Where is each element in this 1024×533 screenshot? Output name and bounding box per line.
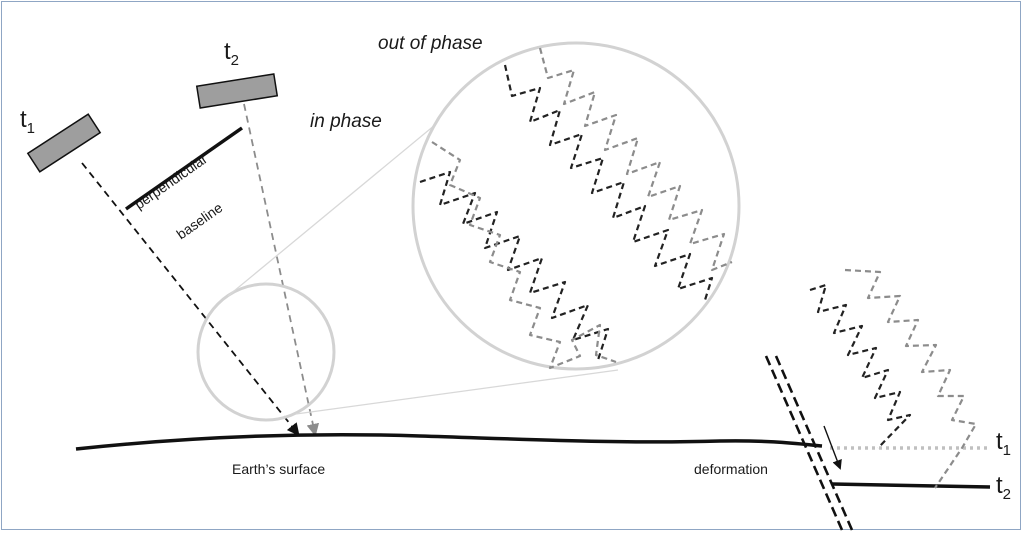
zoom-line-upper <box>227 95 471 297</box>
label-out-of-phase: out of phase <box>378 33 483 54</box>
deformation-arrow <box>823 425 842 470</box>
label-deformation: deformation <box>694 461 768 477</box>
wave-out-of-phase-dark <box>503 64 714 301</box>
label-surface-t2: t2 <box>996 472 1012 503</box>
zoom-line-lower <box>295 369 619 415</box>
satellite-t2 <box>195 73 279 109</box>
label-sat-t2: t2 <box>224 38 240 69</box>
label-in-phase: in phase <box>310 111 382 132</box>
focus-circle-small <box>196 282 336 422</box>
wave-out-of-phase-light <box>538 47 733 272</box>
fault-line-b <box>774 355 854 531</box>
label-surface-t1: t1 <box>996 428 1012 459</box>
surface-t2-lowered <box>831 482 991 489</box>
wave-right-dark <box>809 283 912 449</box>
satellite-t1 <box>26 113 102 173</box>
fault-line-a <box>764 355 844 531</box>
los-ray-t1 <box>81 162 300 436</box>
wave-right-light <box>844 268 978 489</box>
wave-in-phase-dark <box>419 170 610 361</box>
los-ray-t2 <box>243 103 320 437</box>
perpendicular-baseline-line <box>124 126 244 211</box>
earth-surface-line <box>75 433 823 451</box>
label-earth-surface: Earth’s surface <box>232 461 326 477</box>
label-sat-t1: t1 <box>20 106 36 137</box>
zoom-circle-large <box>411 41 741 371</box>
